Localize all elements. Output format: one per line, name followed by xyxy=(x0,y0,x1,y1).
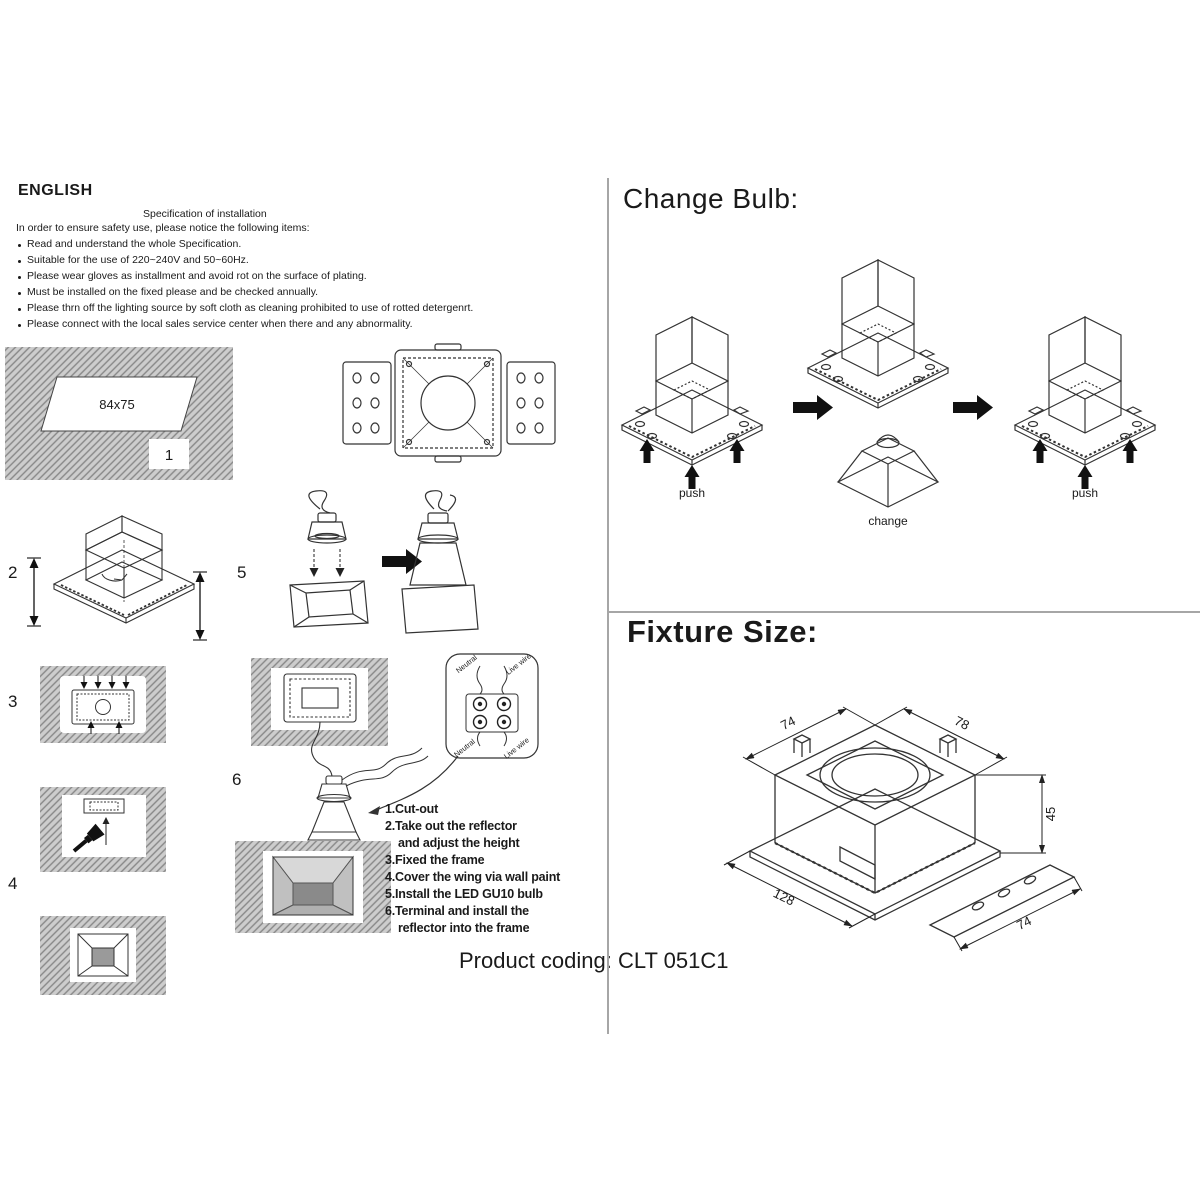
step1-cutout-drawing: 84x75 1 xyxy=(5,347,233,480)
step-line: 4.Cover the wing via wall paint xyxy=(385,870,561,884)
insert-arrows xyxy=(309,549,345,577)
gu10-bulb xyxy=(307,490,347,544)
product-coding: Product coding: CLT 051C1 xyxy=(455,948,733,974)
step-line: and adjust the height xyxy=(398,836,520,850)
step2-number: 2 xyxy=(8,563,18,582)
paint-arrow xyxy=(102,817,110,845)
right-mounting-plate xyxy=(506,361,556,445)
supply-wires xyxy=(341,747,429,787)
dim-height: 45 xyxy=(1043,807,1058,821)
safety-item: Please thrn off the lighting source by s… xyxy=(16,300,591,316)
safety-item-text: Read and understand the whole Specificat… xyxy=(27,238,242,250)
section-divider xyxy=(608,611,1200,613)
fixture-iso-large xyxy=(748,724,1076,938)
wiring-terminal-diagram: Neutral Live wire Neutral Live wire xyxy=(445,651,539,761)
dimension-lines xyxy=(723,706,1083,952)
safety-item-text: Must be installed on the fixed please an… xyxy=(27,286,319,298)
dim-bottom-right: 74 xyxy=(1014,913,1034,933)
push-label-1: push xyxy=(678,486,706,500)
safety-item-text: Please thrn off the lighting source by s… xyxy=(27,302,474,314)
step4-number: 4 xyxy=(8,874,18,893)
arrow-right-icon xyxy=(793,395,833,420)
safety-item: Must be installed on the fixed please an… xyxy=(16,284,591,300)
installed-frame xyxy=(283,673,357,777)
safety-list: Read and understand the whole Specificat… xyxy=(16,236,591,332)
bullet-dot xyxy=(18,292,21,295)
dim-top-left: 74 xyxy=(778,713,798,733)
finished-recess-drawing xyxy=(40,916,166,995)
step-line: 2.Take out the reflector xyxy=(385,819,517,833)
install-steps-list: 1.Cut-out 2.Take out the reflector and a… xyxy=(385,801,560,937)
step4-paint-drawing xyxy=(40,787,166,872)
assembled-unit xyxy=(401,490,479,634)
bullet-dot xyxy=(18,308,21,311)
step5-number: 5 xyxy=(237,563,247,582)
safety-item-text: Please wear gloves as installment and av… xyxy=(27,270,367,282)
safety-item: Please wear gloves as installment and av… xyxy=(16,268,591,284)
bullet-dot xyxy=(18,244,21,247)
arrow-right-icon xyxy=(953,395,993,420)
paint-brush-icon xyxy=(72,823,105,853)
step2-height-adjust-drawing xyxy=(27,515,207,641)
connect-arrow xyxy=(368,755,459,815)
step5-bulb-install-drawing xyxy=(289,490,479,634)
bullet-dot xyxy=(18,260,21,263)
bullet-dot xyxy=(18,276,21,279)
left-mounting-plate xyxy=(342,361,392,445)
change-bulb-heading: Change Bulb: xyxy=(623,183,799,214)
height-adjust-arrow-left xyxy=(27,557,41,627)
safety-item: Read and understand the whole Specificat… xyxy=(16,236,591,252)
dim-top-right: 78 xyxy=(952,713,972,733)
reflector-with-bulb xyxy=(307,775,361,841)
safety-item: Please connect with the local sales serv… xyxy=(16,316,591,332)
bottom-clip xyxy=(434,455,462,463)
cutout-size-label: 84x75 xyxy=(99,397,134,412)
step-line: reflector into the frame xyxy=(398,921,530,935)
spec-title: Specification of installation xyxy=(143,208,267,220)
safety-item: Suitable for the use of 220~240V and 50~… xyxy=(16,252,591,268)
step-line: 1.Cut-out xyxy=(385,802,439,816)
step-number-patch xyxy=(149,439,189,469)
step-line: 3.Fixed the frame xyxy=(385,853,485,867)
push-label-2: push xyxy=(1071,486,1099,500)
step-line: 5.Install the LED GU10 bulb xyxy=(385,887,543,901)
cutout-hole xyxy=(40,376,198,432)
top-clip xyxy=(434,343,462,351)
fixture-top-view-drawing xyxy=(342,343,556,463)
terminal-block xyxy=(472,696,512,730)
height-adjust-arrow-right xyxy=(193,571,207,641)
safety-item-text: Please connect with the local sales serv… xyxy=(27,318,413,330)
fixture-size-diagram: 74 78 45 128 74 xyxy=(723,706,1083,952)
step3-fix-frame-drawing xyxy=(40,666,166,743)
language-heading: ENGLISH xyxy=(18,182,93,199)
dim-bottom-left: 128 xyxy=(771,885,797,908)
fixture-iso-2 xyxy=(807,259,949,409)
fixture-iso-1 xyxy=(621,316,763,466)
step-line: 6.Terminal and install the xyxy=(385,904,529,918)
finished-trimless-drawing xyxy=(235,841,391,933)
intro-line: In order to ensure safety use, please no… xyxy=(16,222,310,234)
fixture-iso-3 xyxy=(1014,316,1156,466)
step3-number: 3 xyxy=(8,692,18,711)
fixture-size-heading: Fixture Size: xyxy=(627,614,818,649)
bullet-dot xyxy=(18,324,21,327)
column-divider xyxy=(607,178,609,1034)
empty-frame xyxy=(289,580,369,628)
step1-number: 1 xyxy=(165,447,173,464)
step6-number: 6 xyxy=(232,770,242,789)
screw-arrows xyxy=(80,676,130,734)
change-label: change xyxy=(868,514,908,528)
reflector-change-icon xyxy=(837,434,939,508)
step6-wiring-drawing: Neutral Live wire Neutral Live wire xyxy=(251,651,539,841)
safety-item-text: Suitable for the use of 220~240V and 50~… xyxy=(27,254,249,266)
